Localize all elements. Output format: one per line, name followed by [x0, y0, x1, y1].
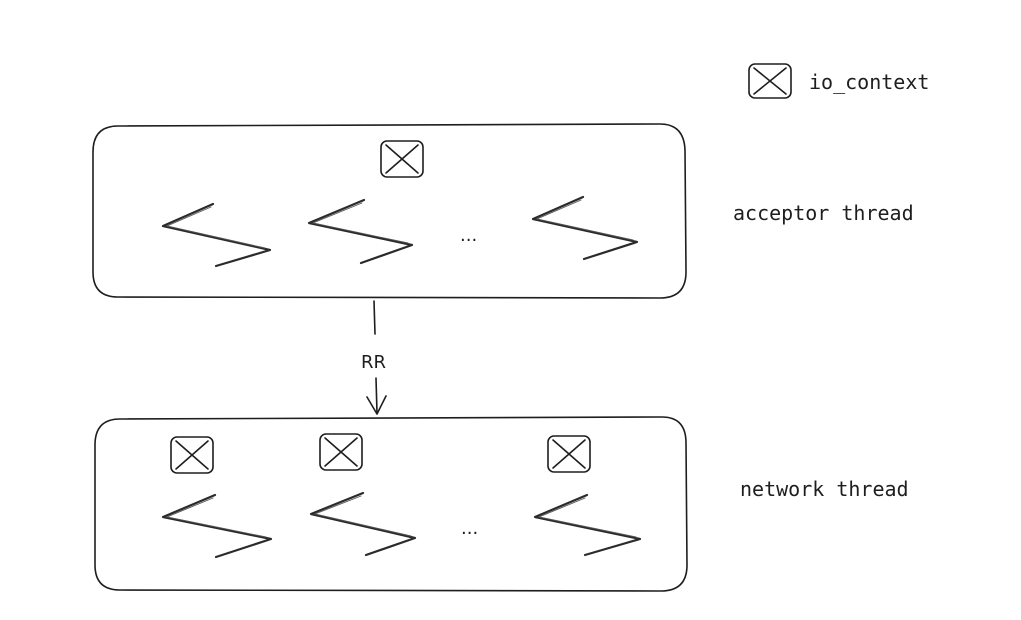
thread-icon	[309, 491, 417, 557]
network-ellipsis: ...	[461, 518, 478, 539]
connector-line-bottom	[375, 377, 378, 414]
round-robin-connector: RR	[361, 300, 387, 415]
connector-line-top	[373, 300, 376, 335]
io-context-icon	[748, 63, 792, 99]
io-context-icon	[170, 436, 214, 474]
thread-icon	[531, 195, 639, 261]
arrow-head-icon	[366, 395, 387, 415]
io-context-icon	[380, 140, 424, 178]
io-context-icon	[319, 433, 363, 471]
connector-label: RR	[361, 352, 386, 373]
thread-icon	[307, 198, 414, 265]
network-thread-group: ...	[94, 416, 688, 592]
acceptor-thread-group: ...	[92, 123, 687, 299]
io-context-icon	[547, 435, 591, 473]
acceptor-thread-box	[92, 123, 687, 299]
legend-label: io_context	[809, 70, 929, 94]
network-thread-label: network thread	[740, 477, 909, 501]
thread-icon	[161, 493, 273, 559]
thread-icon	[161, 202, 272, 268]
acceptor-ellipsis: ...	[460, 225, 477, 246]
acceptor-thread-label: acceptor thread	[733, 201, 914, 225]
network-thread-box	[94, 416, 688, 592]
legend: io_context	[748, 63, 929, 99]
thread-icon	[533, 493, 642, 557]
